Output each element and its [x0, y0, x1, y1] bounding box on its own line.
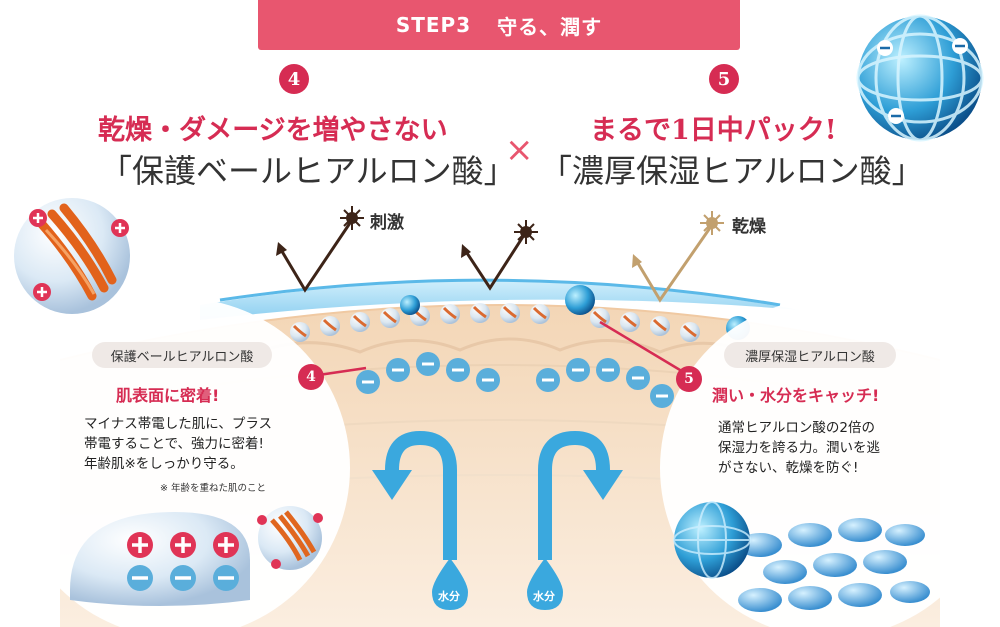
left-panel-note: ※ 年齢を重ねた肌のこと	[160, 483, 266, 494]
right-panel-body: 通常ヒアルロン酸の2倍の 保湿力を誇る力。潤いを逃 がさない、乾燥を防ぐ!	[718, 418, 880, 478]
feature-number-5: 5	[709, 64, 739, 94]
right-panel-heading: 潤い・水分をキャッチ!	[712, 386, 880, 405]
left-panel-line-1: マイナス帯電した肌に、プラス	[84, 416, 273, 432]
water-drop-label-left: 水分	[438, 590, 460, 603]
left-feature-name: 「保護ベールヒアルロン酸」	[100, 152, 516, 190]
left-panel-tag: 保護ベールヒアルロン酸	[92, 342, 272, 368]
irritant-burst-icon-2	[514, 220, 538, 244]
right-panel-line-2: 保湿力を誇る力。潤いを逃	[718, 440, 880, 456]
water-drop-label-right: 水分	[533, 590, 555, 603]
left-panel-heading: 肌表面に密着!	[116, 386, 220, 405]
step-label: STEP3	[395, 13, 472, 37]
left-panel-body: マイナス帯電した肌に、プラス 帯電することで、強力に密着! 年齢肌※をしっかり守…	[84, 414, 272, 474]
left-panel-line-2: 帯電することで、強力に密着!	[84, 436, 264, 452]
right-feature-name: 「濃厚保湿ヒアルロン酸」	[540, 152, 924, 190]
right-panel-tag: 濃厚保湿ヒアルロン酸	[724, 342, 896, 368]
blue-cells	[738, 518, 930, 612]
callout-4: 4	[298, 364, 324, 390]
left-feature-headline: 乾燥・ダメージを増やさない	[98, 115, 448, 146]
irritation-label: 刺激	[370, 213, 404, 233]
times-connector: ×	[505, 130, 534, 170]
feature-number-4: 4	[279, 64, 309, 94]
irritant-burst-icon	[340, 206, 364, 230]
right-panel-line-1: 通常ヒアルロン酸の2倍の	[718, 420, 875, 436]
left-panel-line-3: 年齢肌※をしっかり守る。	[84, 456, 244, 472]
step-banner: STEP3 守る、潤す	[258, 0, 740, 50]
callout-5: 5	[676, 366, 702, 392]
dry-burst-icon	[700, 211, 724, 235]
dryness-label: 乾燥	[732, 217, 766, 237]
right-panel-line-3: がさない、乾燥を防ぐ!	[718, 460, 859, 476]
step-subtitle: 守る、潤す	[497, 14, 603, 39]
right-feature-headline: まるで1日中パック!	[590, 115, 837, 146]
